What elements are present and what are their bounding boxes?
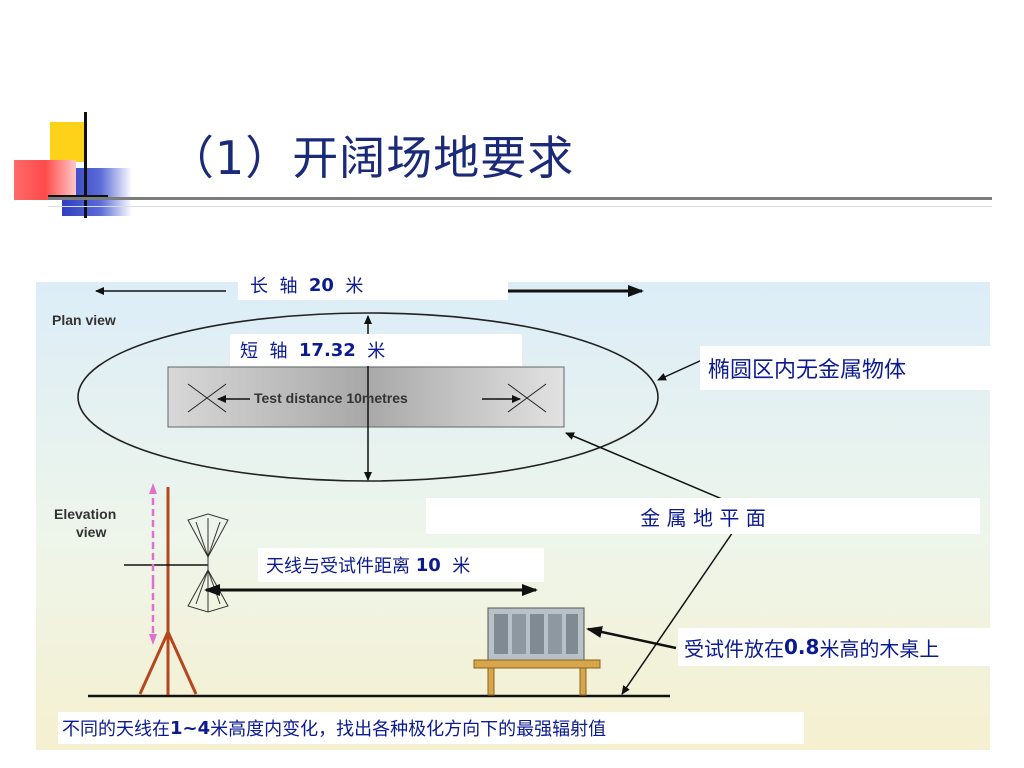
eut-rack-icon bbox=[487, 607, 585, 661]
page-title: （1）开阔场地要求 bbox=[168, 131, 575, 185]
ground-plane-annotation: 金 属 地 平 面 bbox=[426, 498, 980, 534]
no-metal-annotation: 椭圆区内无金属物体 bbox=[700, 346, 996, 390]
diagram-graphics bbox=[77, 285, 749, 698]
title-divider-light bbox=[48, 206, 992, 207]
ground-pointer bbox=[565, 432, 749, 511]
elevation-view-label-2: view bbox=[76, 524, 107, 540]
eut-pointer bbox=[586, 626, 677, 650]
major-axis-annotation: 长 轴 20 米 bbox=[238, 270, 508, 300]
ground-pointer-long bbox=[621, 509, 749, 695]
antenna-distance-annotation: 天线与受试件距离 10 米 bbox=[258, 548, 544, 582]
plan-view-label: Plan view bbox=[52, 312, 116, 328]
metal-strip bbox=[167, 366, 565, 428]
minor-axis-annotation: 短 轴 17.32 米 bbox=[230, 334, 522, 366]
test-distance-label: Test distance 10metres bbox=[254, 390, 408, 406]
antenna-mast bbox=[138, 487, 198, 695]
cispr-ellipse bbox=[77, 312, 659, 482]
ellipse-pointer bbox=[657, 359, 703, 381]
site-diagram: Plan view Elevation view Test distance 1… bbox=[36, 270, 1012, 750]
elevation-view-label-1: Elevation bbox=[54, 506, 117, 522]
title-divider bbox=[48, 197, 992, 200]
biconical-antenna-icon bbox=[187, 513, 229, 613]
wooden-table-icon bbox=[473, 659, 601, 696]
